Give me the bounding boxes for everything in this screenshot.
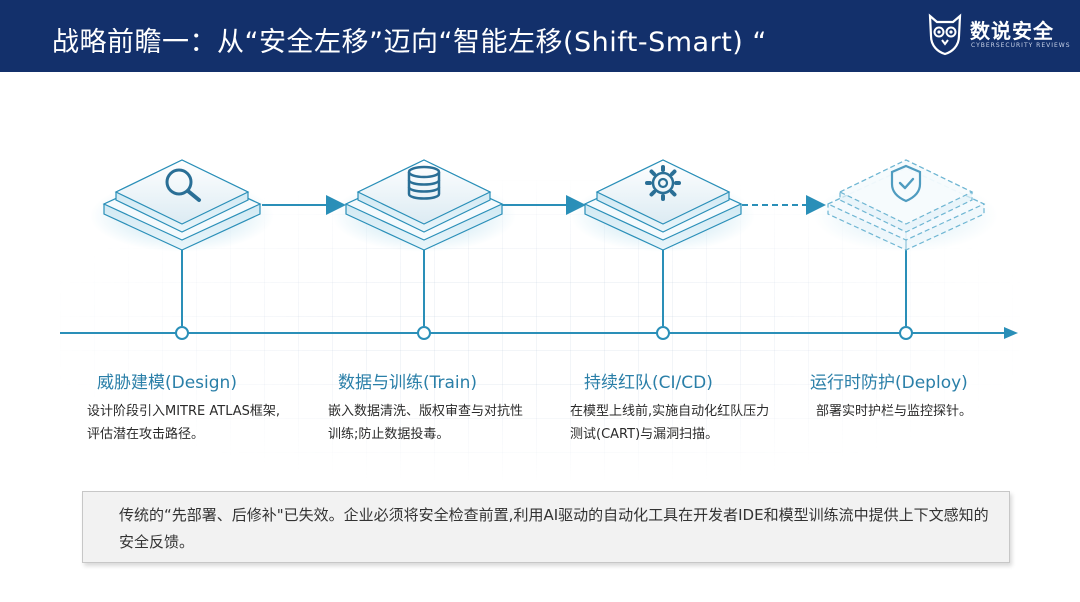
- stage-title-cicd: 持续红队(CI/CD): [584, 373, 713, 393]
- stage-desc-cicd: 在模型上线前,实施自动化红队压力测试(CART)与漏洞扫描。: [570, 404, 770, 442]
- timeline-arrowhead: [1004, 327, 1018, 339]
- stage-desc-train: 嵌入数据清洗、版权审查与对抗性训练;防止数据投毒。: [328, 404, 524, 442]
- summary-note-text: 传统的“先部署、后修补"已失效。企业必须将安全检查前置,利用AI驱动的自动化工具…: [119, 506, 989, 551]
- stage-desc-deploy: 部署实时护栏与监控探针。: [816, 404, 973, 419]
- platform-cicd: [571, 159, 755, 252]
- brand-logo: 数说安全 CYBERSECURITY REVIEWS: [926, 12, 1072, 60]
- stage-title-deploy: 运行时防护(Deploy): [810, 373, 968, 393]
- timeline-node-1: [175, 326, 189, 340]
- search-icon: [165, 168, 201, 202]
- gear-icon: [645, 165, 681, 201]
- timeline-node-3: [656, 326, 670, 340]
- page-title: 战略前瞻一：从“安全左移”迈向“智能左移(Shift-Smart) “: [52, 27, 767, 58]
- timeline-node-4: [899, 326, 913, 340]
- header-bar: 战略前瞻一：从“安全左移”迈向“智能左移(Shift-Smart) “ 数说安全…: [0, 0, 1080, 72]
- database-icon: [407, 165, 441, 200]
- brand-name: 数说安全: [970, 19, 1054, 43]
- stage-title-design: 威胁建模(Design): [97, 373, 237, 393]
- brand-subtitle: CYBERSECURITY REVIEWS: [971, 42, 1071, 49]
- summary-note-box: 传统的“先部署、后修补"已失效。企业必须将安全检查前置,利用AI驱动的自动化工具…: [82, 491, 1010, 563]
- platform-design: [90, 159, 274, 252]
- shield-check-icon: [890, 164, 922, 203]
- platform-deploy: [814, 159, 998, 252]
- platform-train: [332, 159, 516, 252]
- owl-logo-icon: [928, 13, 962, 56]
- stage-desc-design: 设计阶段引入MITRE ATLAS框架,评估潜在攻击路径。: [87, 404, 281, 442]
- stage-title-train: 数据与训练(Train): [338, 373, 478, 393]
- timeline-node-2: [417, 326, 431, 340]
